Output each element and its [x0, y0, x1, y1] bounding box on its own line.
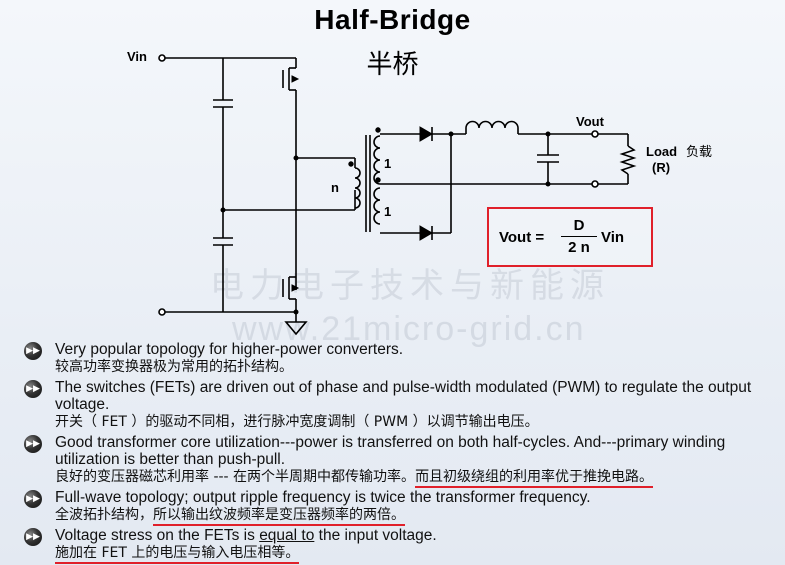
- watermark-text: 电力电子技术与新能源: [210, 266, 610, 306]
- bullet-text-en: The switches (FETs) are driven out of ph…: [55, 379, 752, 413]
- formula-numerator: D: [573, 217, 585, 234]
- bullet-text-zh: 施加在 FET 上的电压与输入电压相等。: [55, 544, 774, 564]
- bullet-text-zh: 良好的变压器磁芯利用率 --- 在两个半周期中都传输功率。而且初级绕组的利用率优…: [55, 468, 774, 488]
- half-bridge-schematic: Vin n 1 1 Vout Load 负载 (R): [127, 49, 712, 336]
- bullet-list: ▶▶ Very popular topology for higher-powe…: [24, 341, 774, 565]
- bullet-text-en: Good transformer core utilization---powe…: [55, 434, 726, 468]
- bullet-text-zh: 较高功率变换器极为常用的拓扑结构。: [55, 359, 293, 375]
- bullet-arrow-icon: ▶▶: [24, 342, 42, 360]
- bullet-text-en: Very popular topology for higher-power c…: [55, 341, 404, 358]
- bullet-text-zh-highlight: 所以输出纹波频率是变压器频率的两倍。: [153, 507, 405, 526]
- secondary-bottom-turns: 1: [384, 204, 391, 219]
- bullet-arrow-icon: ▶▶: [24, 528, 42, 546]
- bullet-arrow-icon: ▶▶: [24, 435, 42, 453]
- load-cn-label: 负载: [686, 145, 712, 160]
- bullet-text-zh-part: 良好的变压器磁芯利用率 --- 在两个半周期中都传输功率。: [55, 469, 416, 485]
- page-title: Half-Bridge: [314, 4, 471, 35]
- bullet-arrow-icon: ▶▶: [24, 490, 42, 508]
- watermark-url: www.21micro-grid.cn: [232, 310, 586, 348]
- bullet-text-zh: 开关（ FET ）的驱动不同相，进行脉冲宽度调制（ PWM ）以调节输出电压。: [55, 414, 539, 430]
- secondary-top-turns: 1: [384, 156, 391, 171]
- bullet-text-en-part: the input voltage.: [314, 527, 437, 544]
- bullet-arrow-icon: ▶▶: [24, 380, 42, 398]
- formula-rhs: Vin: [601, 229, 625, 246]
- bullet-item: ▶▶ Good transformer core utilization---p…: [24, 434, 774, 488]
- bullet-text-zh-part: 全波拓扑结构，: [55, 507, 153, 523]
- bullet-text-zh: 全波拓扑结构，所以输出纹波频率是变压器频率的两倍。: [55, 506, 774, 526]
- bullet-item: ▶▶ Very popular topology for higher-powe…: [24, 341, 774, 376]
- bullet-item: ▶▶ The switches (FETs) are driven out of…: [24, 379, 774, 431]
- bullet-item: ▶▶ Voltage stress on the FETs is equal t…: [24, 527, 774, 564]
- load-r-label: (R): [652, 160, 670, 175]
- formula-lhs: Vout =: [499, 229, 545, 246]
- output-voltage-formula: Vout = D 2 n Vin: [487, 207, 653, 267]
- formula-fraction: D 2 n: [561, 217, 597, 256]
- bullet-item: ▶▶ Full-wave topology; output ripple fre…: [24, 489, 774, 526]
- page-subtitle: 半桥: [366, 50, 419, 80]
- vin-label: Vin: [127, 49, 147, 64]
- bullet-text-zh-highlight: 而且初级绕组的利用率优于推挽电路。: [415, 469, 654, 488]
- bullet-text-en-part: Voltage stress on the FETs is: [55, 527, 260, 544]
- formula-denominator: 2 n: [568, 239, 590, 256]
- fraction-bar: [561, 236, 597, 237]
- bullet-text-zh-highlight: 施加在 FET 上的电压与输入电压相等。: [55, 545, 300, 564]
- turns-ratio-label: n: [331, 180, 339, 195]
- bullet-text-en: Voltage stress on the FETs is equal to t…: [55, 527, 774, 544]
- bullet-text-en: Full-wave topology; output ripple freque…: [55, 489, 591, 506]
- vout-label: Vout: [576, 114, 605, 129]
- bullet-text-en-emphasis: equal to: [259, 527, 315, 544]
- load-label: Load: [646, 144, 677, 159]
